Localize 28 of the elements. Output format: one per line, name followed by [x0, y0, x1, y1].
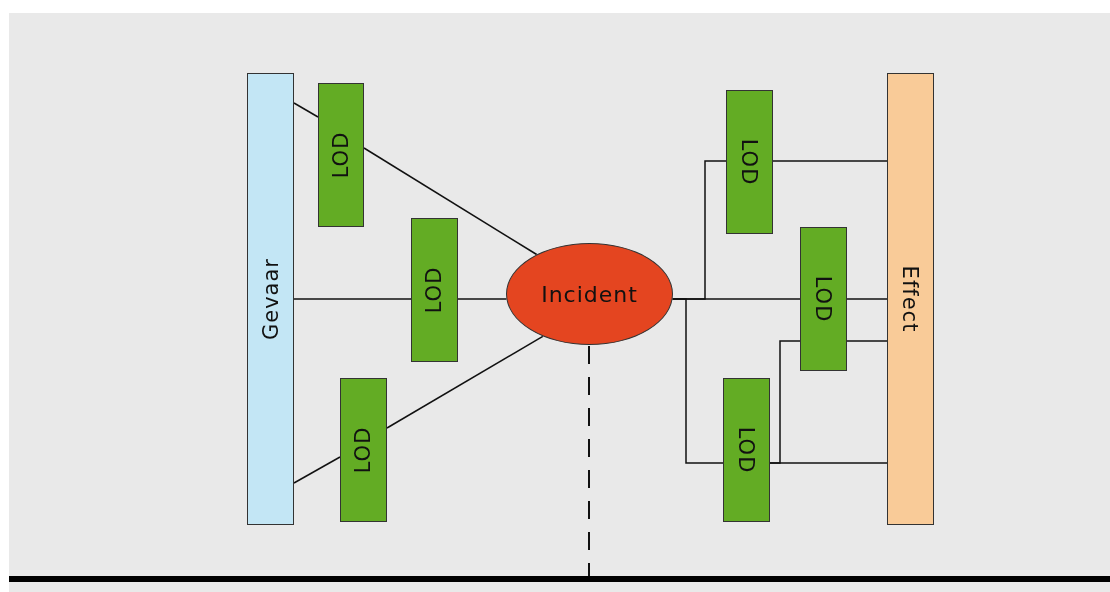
barrier-label: LOD: [329, 131, 353, 179]
connector-line: [846, 340, 888, 342]
barrier-box: [340, 378, 387, 522]
connector-line: [671, 298, 724, 464]
connector-line: [457, 298, 508, 300]
barrier-box: [723, 378, 770, 522]
connector-line: [293, 102, 319, 118]
connector-line: [293, 298, 412, 300]
bar-label: Gevaar: [258, 258, 283, 340]
barrier-box: [318, 83, 364, 227]
connector-line: [386, 335, 544, 429]
barrier-label: LOD: [351, 426, 376, 474]
barrier-label: LOD: [811, 275, 836, 323]
barrier-label: LOD: [737, 138, 762, 186]
event-label: Incident: [541, 281, 638, 307]
barrier-box: [411, 218, 458, 362]
hazard-bar: [247, 73, 294, 525]
connector-line: [772, 160, 888, 162]
bar-label: Effect: [898, 265, 923, 333]
barrier-box: [726, 90, 773, 234]
connector-line: [363, 147, 538, 256]
effect-bar: [887, 73, 934, 525]
barrier-box: [800, 227, 847, 371]
barrier-label: LOD: [422, 266, 447, 314]
connector-line: [846, 298, 888, 300]
barrier-label: LOD: [734, 426, 759, 474]
connector-line: [769, 340, 801, 464]
connector-line: [293, 456, 341, 484]
